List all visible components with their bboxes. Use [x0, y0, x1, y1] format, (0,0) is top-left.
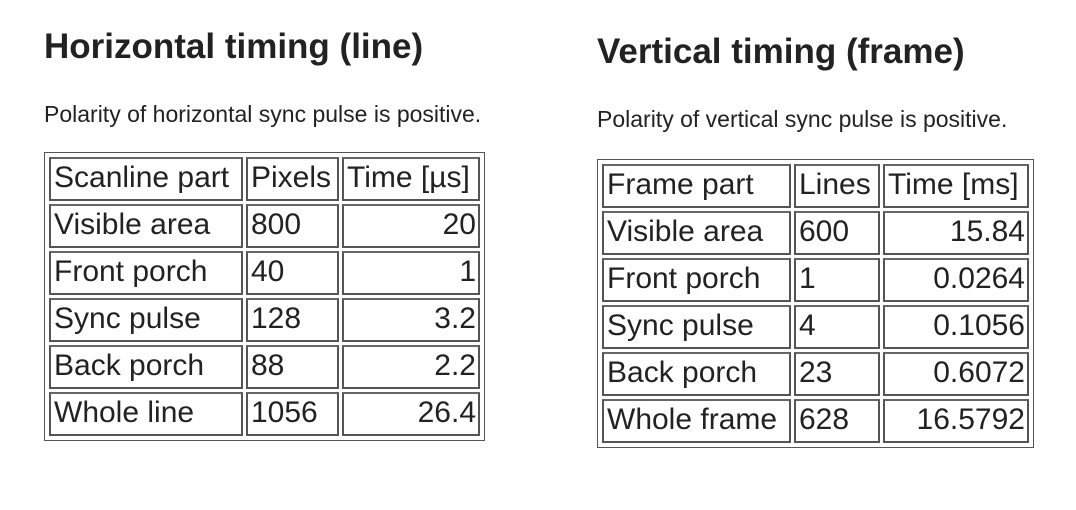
part-cell: Whole line: [49, 392, 243, 436]
vertical-timing-section: Vertical timing (frame) Polarity of vert…: [597, 0, 1034, 448]
time-cell: 16.5792: [883, 399, 1029, 443]
table-row: Front porch 40 1: [49, 251, 480, 295]
horizontal-timing-section: Horizontal timing (line) Polarity of hor…: [44, 0, 485, 441]
time-cell: 0.0264: [883, 258, 1029, 302]
column-header-pixels: Pixels: [246, 157, 339, 201]
table-row: Back porch 88 2.2: [49, 345, 480, 389]
part-cell: Sync pulse: [602, 305, 791, 349]
time-cell: 26.4: [342, 392, 480, 436]
table-row: Visible area 600 15.84: [602, 211, 1029, 255]
lines-cell: 628: [794, 399, 880, 443]
column-header-time: Time [µs]: [342, 157, 480, 201]
column-header-part: Frame part: [602, 164, 791, 208]
column-header-time: Time [ms]: [883, 164, 1029, 208]
table-row: Whole line 1056 26.4: [49, 392, 480, 436]
table-row: Whole frame 628 16.5792: [602, 399, 1029, 443]
time-cell: 1: [342, 251, 480, 295]
part-cell: Back porch: [602, 352, 791, 396]
horizontal-polarity-note: Polarity of horizontal sync pulse is pos…: [44, 101, 482, 127]
pixels-cell: 40: [246, 251, 339, 295]
table-header-row: Scanline part Pixels Time [µs]: [49, 157, 480, 201]
time-cell: 20: [342, 204, 480, 248]
part-cell: Visible area: [49, 204, 243, 248]
part-cell: Front porch: [49, 251, 243, 295]
table-row: Front porch 1 0.0264: [602, 258, 1029, 302]
lines-cell: 600: [794, 211, 880, 255]
vertical-polarity-note: Polarity of vertical sync pulse is posit…: [597, 106, 1008, 132]
pixels-cell: 1056: [246, 392, 339, 436]
table-row: Sync pulse 128 3.2: [49, 298, 480, 342]
part-cell: Whole frame: [602, 399, 791, 443]
table-header-row: Frame part Lines Time [ms]: [602, 164, 1029, 208]
time-cell: 2.2: [342, 345, 480, 389]
time-cell: 3.2: [342, 298, 480, 342]
pixels-cell: 88: [246, 345, 339, 389]
horizontal-timing-table: Scanline part Pixels Time [µs] Visible a…: [44, 152, 485, 441]
time-cell: 15.84: [883, 211, 1029, 255]
part-cell: Visible area: [602, 211, 791, 255]
table-row: Visible area 800 20: [49, 204, 480, 248]
part-cell: Front porch: [602, 258, 791, 302]
lines-cell: 1: [794, 258, 880, 302]
column-header-lines: Lines: [794, 164, 880, 208]
pixels-cell: 800: [246, 204, 339, 248]
part-cell: Sync pulse: [49, 298, 243, 342]
part-cell: Back porch: [49, 345, 243, 389]
column-header-part: Scanline part: [49, 157, 243, 201]
table-row: Sync pulse 4 0.1056: [602, 305, 1029, 349]
time-cell: 0.6072: [883, 352, 1029, 396]
vertical-timing-title: Vertical timing (frame): [597, 32, 965, 71]
lines-cell: 23: [794, 352, 880, 396]
table-row: Back porch 23 0.6072: [602, 352, 1029, 396]
horizontal-timing-title: Horizontal timing (line): [44, 27, 424, 66]
lines-cell: 4: [794, 305, 880, 349]
time-cell: 0.1056: [883, 305, 1029, 349]
vertical-timing-table: Frame part Lines Time [ms] Visible area …: [597, 159, 1034, 448]
pixels-cell: 128: [246, 298, 339, 342]
